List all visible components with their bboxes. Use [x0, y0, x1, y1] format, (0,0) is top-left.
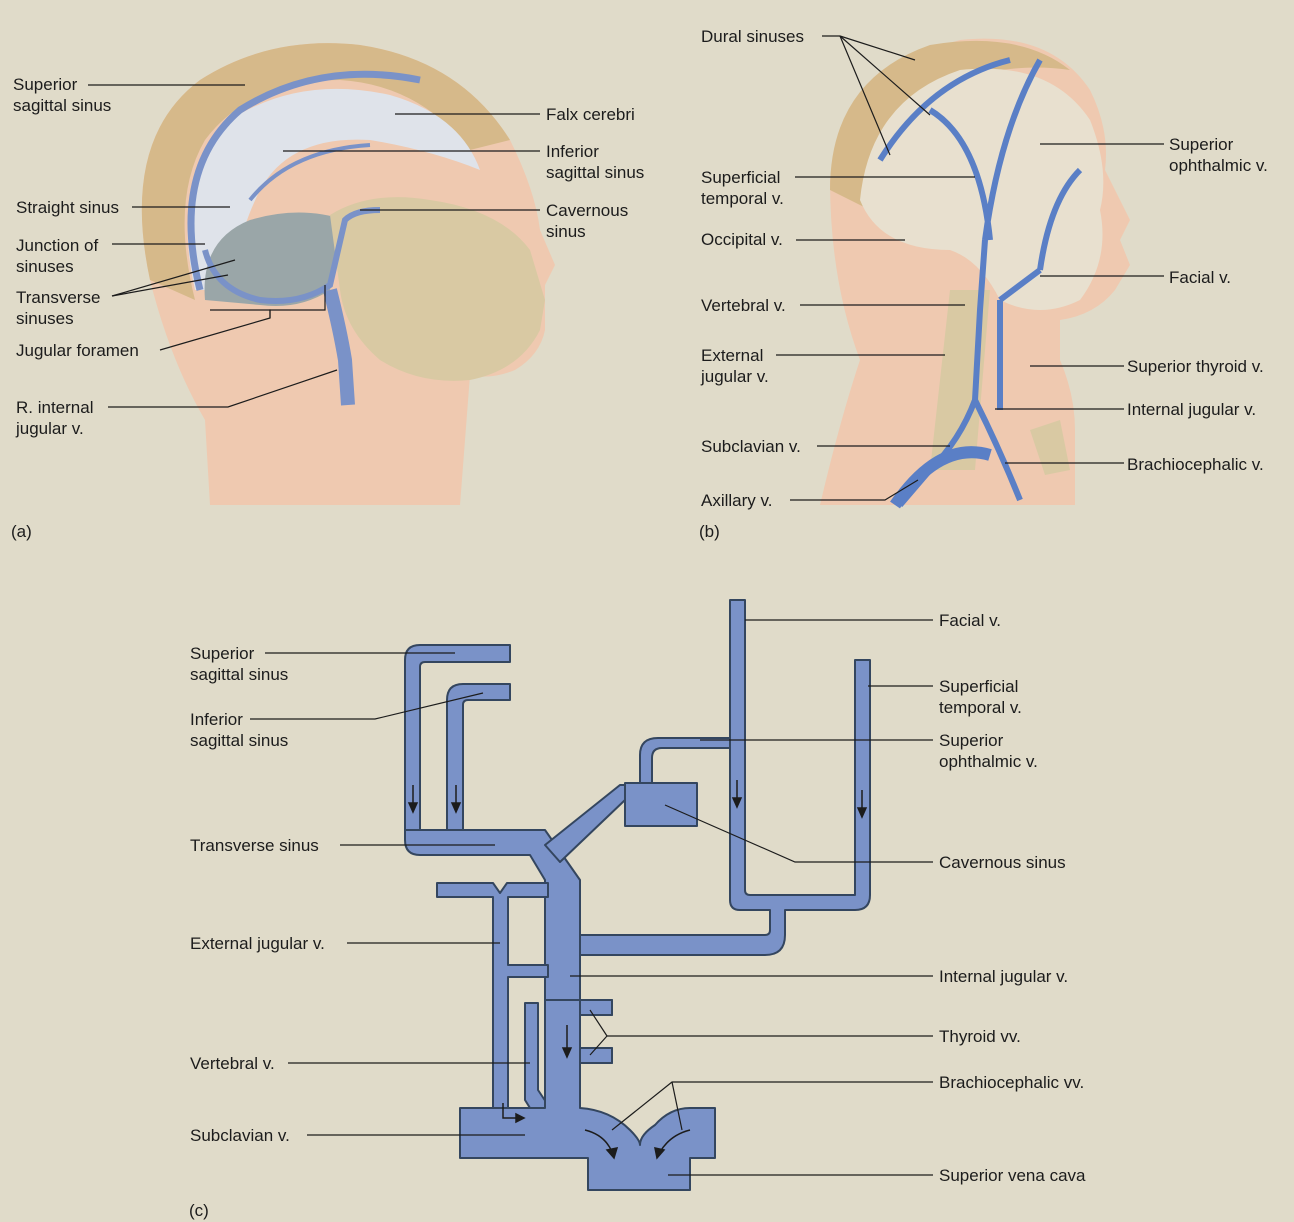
a-label-superior-sagittal-sinus: Superior sagittal sinus — [13, 74, 111, 116]
c-label-superficial-temporal: Superficial temporal v. — [939, 676, 1022, 718]
a-label-inferior-sagittal-sinus: Inferior sagittal sinus — [546, 141, 644, 183]
b-label-axillary: Axillary v. — [701, 490, 772, 511]
a-label-falx-cerebri: Falx cerebri — [546, 104, 635, 125]
a-label-r-internal-jugular: R. internal jugular v. — [16, 397, 93, 439]
a-label-straight-sinus: Straight sinus — [16, 197, 119, 218]
b-label-facial: Facial v. — [1169, 267, 1231, 288]
b-label-superficial-temporal: Superficial temporal v. — [701, 167, 784, 209]
b-label-occipital: Occipital v. — [701, 229, 783, 250]
a-label-transverse-sinuses: Transverse sinuses — [16, 287, 100, 329]
b-label-dural-sinuses: Dural sinuses — [701, 26, 804, 47]
panel-a-letter: (a) — [11, 522, 32, 542]
b-label-subclavian: Subclavian v. — [701, 436, 801, 457]
c-label-transverse-sinus: Transverse sinus — [190, 835, 319, 856]
c-label-cavernous-sinus: Cavernous sinus — [939, 852, 1066, 873]
c-label-inferior-sagittal-sinus: Inferior sagittal sinus — [190, 709, 288, 751]
b-label-brachiocephalic: Brachiocephalic v. — [1127, 454, 1264, 475]
c-label-vertebral: Vertebral v. — [190, 1053, 275, 1074]
c-thyroid-lower — [580, 1048, 612, 1063]
a-label-jugular-foramen: Jugular foramen — [16, 340, 139, 361]
c-label-superior-vena-cava: Superior vena cava — [939, 1165, 1085, 1186]
b-label-superior-thyroid: Superior thyroid v. — [1127, 356, 1264, 377]
panel-b-letter: (b) — [699, 522, 720, 542]
panel-a-head-illustration — [142, 43, 555, 505]
c-thyroid-upper — [580, 1000, 612, 1015]
c-label-facial: Facial v. — [939, 610, 1001, 631]
c-label-brachiocephalic: Brachiocephalic vv. — [939, 1072, 1084, 1093]
a-label-junction-of-sinuses: Junction of sinuses — [16, 235, 98, 277]
c-label-subclavian: Subclavian v. — [190, 1125, 290, 1146]
b-label-superior-ophthalmic: Superior ophthalmic v. — [1169, 134, 1268, 176]
c-label-superior-sagittal-sinus: Superior sagittal sinus — [190, 643, 288, 685]
a-label-cavernous-sinus: Cavernous sinus — [546, 200, 628, 242]
panel-c-schematic — [405, 600, 870, 1190]
b-label-internal-jugular: Internal jugular v. — [1127, 399, 1256, 420]
panel-c-letter: (c) — [189, 1201, 209, 1221]
c-label-internal-jugular: Internal jugular v. — [939, 966, 1068, 987]
c-cavernous-box — [625, 783, 697, 826]
b-label-external-jugular: External jugular v. — [701, 345, 769, 387]
c-label-superior-ophthalmic: Superior ophthalmic v. — [939, 730, 1038, 772]
c-facial-loop — [580, 600, 870, 955]
c-label-external-jugular: External jugular v. — [190, 933, 325, 954]
c-label-thyroid: Thyroid vv. — [939, 1026, 1021, 1047]
b-label-vertebral: Vertebral v. — [701, 295, 786, 316]
panel-b-head-illustration — [820, 39, 1130, 505]
